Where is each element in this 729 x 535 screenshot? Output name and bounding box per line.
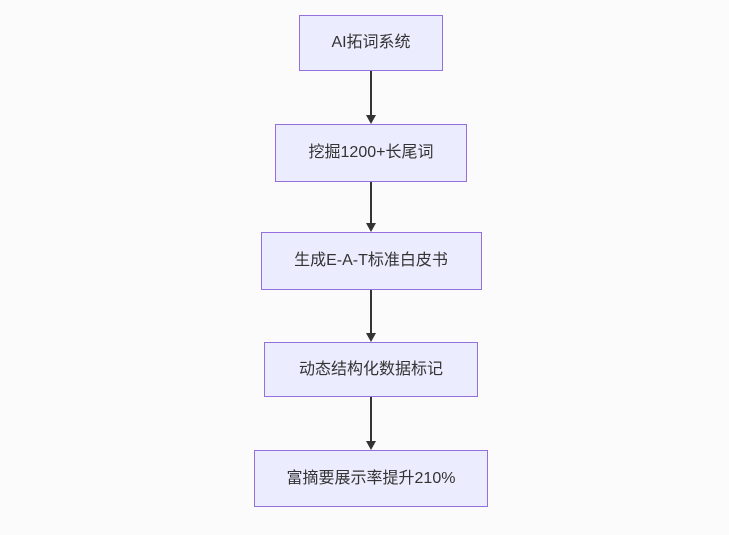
arrow-head-icon [366, 441, 376, 450]
flow-node-structured-data: 动态结构化数据标记 [264, 342, 478, 397]
arrow-connector-4 [365, 397, 377, 450]
arrow-line [370, 182, 372, 224]
flow-node-longtail-mining: 挖掘1200+长尾词 [275, 124, 467, 182]
arrow-line [370, 71, 372, 116]
node-label: 挖掘1200+长尾词 [308, 144, 434, 162]
arrow-connector-2 [365, 182, 377, 232]
node-label: 生成E-A-T标准白皮书 [294, 252, 448, 270]
arrow-head-icon [366, 333, 376, 342]
node-label: 动态结构化数据标记 [298, 360, 443, 378]
arrow-line [370, 290, 372, 334]
arrow-head-icon [366, 115, 376, 124]
arrow-connector-3 [365, 290, 377, 342]
arrow-line [370, 397, 372, 442]
arrow-connector-1 [365, 71, 377, 124]
flow-node-eat-whitepaper: 生成E-A-T标准白皮书 [260, 232, 482, 290]
flow-node-rich-snippet-result: 富摘要展示率提升210% [254, 450, 488, 507]
flow-node-ai-keyword-system: AI拓词系统 [299, 15, 443, 71]
node-label: AI拓词系统 [331, 34, 411, 52]
node-label: 富摘要展示率提升210% [286, 469, 456, 487]
arrow-head-icon [366, 223, 376, 232]
